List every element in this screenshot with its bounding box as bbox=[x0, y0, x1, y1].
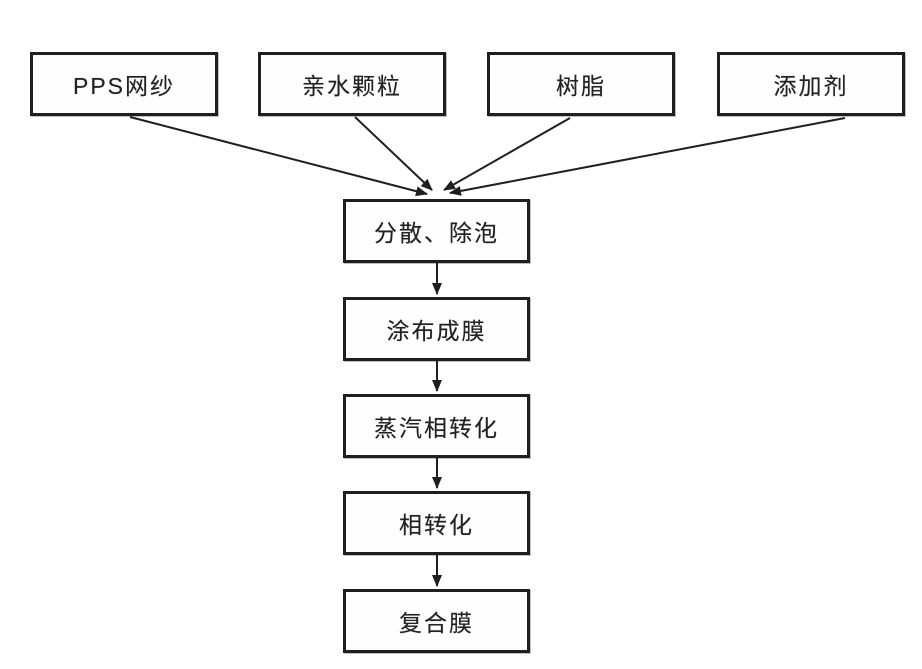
node-hydrophilic-particles: 亲水颗粒 bbox=[258, 52, 446, 116]
node-phase-inversion: 相转化 bbox=[343, 491, 530, 555]
node-vapor-phase-inversion: 蒸汽相转化 bbox=[343, 394, 530, 458]
node-coating-film: 涂布成膜 bbox=[343, 297, 530, 361]
node-additive: 添加剂 bbox=[717, 52, 905, 116]
node-disperse-defoam-label: 分散、除泡 bbox=[374, 220, 499, 246]
edge-hydro-to-disperse bbox=[354, 116, 433, 191]
node-additive-label: 添加剂 bbox=[773, 73, 849, 99]
node-pps-mesh: PPS网纱 bbox=[30, 52, 218, 116]
node-pps-mesh-label: PPS网纱 bbox=[72, 73, 176, 99]
node-coating-film-label: 涂布成膜 bbox=[386, 318, 487, 344]
node-phase-inversion-label: 相转化 bbox=[399, 512, 474, 538]
node-vapor-phase-inversion-label: 蒸汽相转化 bbox=[374, 415, 499, 441]
node-resin: 树脂 bbox=[487, 52, 675, 116]
node-composite-membrane-label: 复合膜 bbox=[399, 610, 474, 636]
edge-pps-to-disperse bbox=[129, 116, 428, 197]
edge-resin-to-disperse bbox=[443, 117, 571, 191]
node-disperse-defoam: 分散、除泡 bbox=[343, 199, 530, 263]
node-resin-label: 树脂 bbox=[556, 73, 606, 99]
node-hydrophilic-particles-label: 亲水颗粒 bbox=[302, 73, 402, 99]
node-composite-membrane: 复合膜 bbox=[343, 589, 530, 653]
edge-additive-to-disperse bbox=[449, 117, 846, 196]
